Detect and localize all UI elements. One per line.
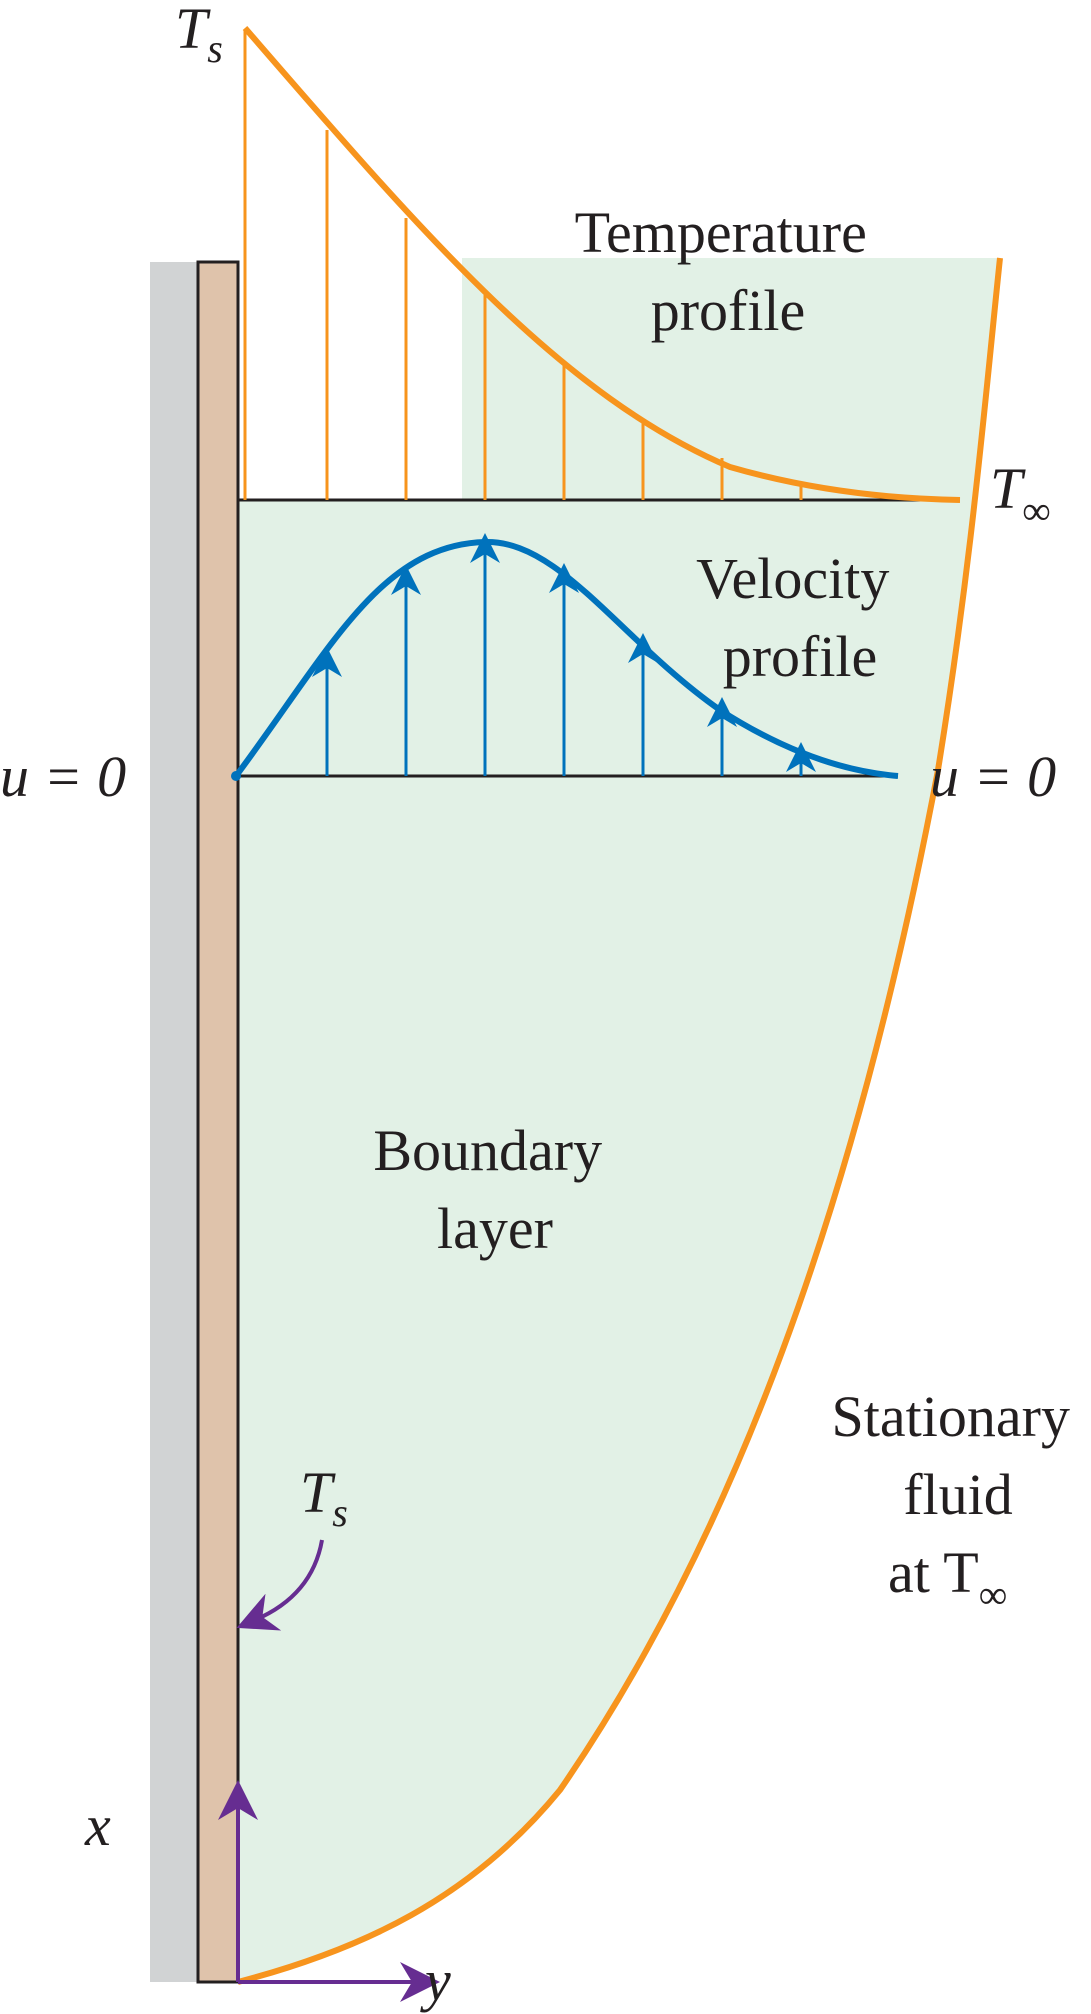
- velocity-profile: [231, 533, 899, 781]
- temperature-curve: [242, 26, 961, 503]
- velocity-wall-point: [231, 771, 241, 781]
- boundary-layer-label: Boundary layer: [373, 1118, 616, 1261]
- backing-wall: [150, 262, 202, 1982]
- temperature-profile: [238, 26, 961, 503]
- stationary-fluid-label: Stationary fluid: [832, 1384, 1085, 1527]
- boundary-layer-edge: [237, 257, 1003, 1985]
- far-temp-label: T∞: [990, 456, 1051, 533]
- boundary-layer-region: [238, 258, 1000, 1982]
- heated-plate: [196, 260, 240, 1984]
- stationary-fluid-temp-label: at T∞: [888, 1540, 1007, 1617]
- edge-velocity-label: u = 0: [930, 744, 1056, 809]
- wall-velocity-label: u = 0: [0, 744, 126, 809]
- temperature-profile-label: Temperature profile: [575, 200, 882, 343]
- coordinate-axes: [218, 1780, 440, 2002]
- y-axis-label: y: [420, 1948, 451, 2013]
- velocity-profile-label: Velocity profile: [696, 546, 904, 689]
- velocity-curve: [233, 538, 899, 779]
- surface-temp-pointer-icon: [236, 1539, 324, 1631]
- surface-temp-wall-label: Ts: [300, 1460, 348, 1535]
- velocity-arrows: [312, 533, 816, 776]
- x-axis-label: x: [84, 1793, 111, 1858]
- temperature-tick-marks: [243, 30, 803, 500]
- surface-temp-top-label: Ts: [175, 0, 223, 71]
